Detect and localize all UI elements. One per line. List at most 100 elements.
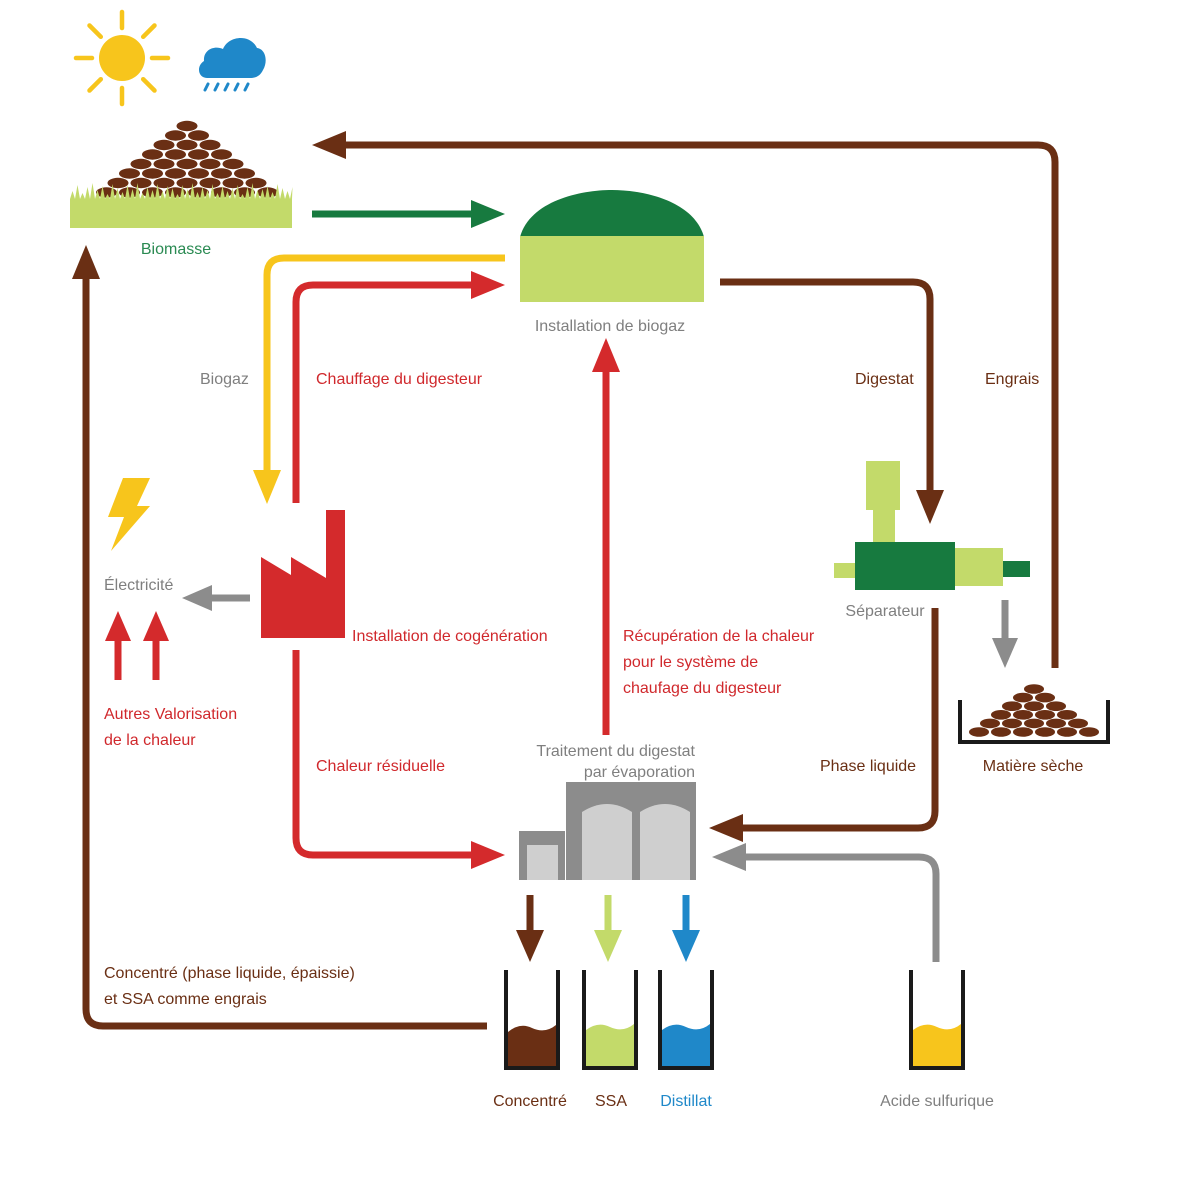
pellet [188, 130, 209, 141]
arrow-line [82, 275, 487, 1030]
pellet [991, 710, 1011, 720]
arrow-to-concentre [516, 895, 544, 962]
pellet [1057, 710, 1077, 720]
pellet [119, 168, 140, 179]
arrowhead [72, 245, 100, 279]
arrowhead [992, 638, 1018, 668]
pellet [165, 130, 186, 141]
pellet [188, 168, 209, 179]
pellet [980, 718, 1000, 729]
pellet [119, 187, 140, 198]
arrowhead [594, 930, 622, 962]
pellet [222, 177, 244, 189]
arrow-autres-valorisation-1 [105, 611, 131, 680]
pellet [107, 177, 129, 189]
label-digestat: Digestat [855, 371, 914, 388]
arrowhead [916, 490, 944, 524]
label-separateur: Séparateur [845, 603, 925, 620]
pellet [1035, 710, 1055, 720]
pellet [153, 139, 175, 151]
arrowhead [516, 930, 544, 962]
biomass-pile-icon [96, 120, 278, 198]
arrow-line [743, 853, 940, 962]
dry-matter-pile [969, 684, 1099, 737]
pellet [1002, 718, 1022, 729]
pellet [153, 158, 175, 170]
sun-icon [73, 9, 171, 107]
pellet [199, 177, 221, 189]
arrowhead [712, 843, 746, 871]
arrowhead [471, 841, 505, 869]
label-biomasse: Biomasse [141, 241, 211, 258]
pellet [1024, 718, 1044, 729]
label-autres-valorisation-line-1: Autres Valorisation [104, 706, 237, 723]
pellet [142, 149, 163, 160]
dry-matter-tray-icon [958, 684, 1110, 744]
label-traitement-line-2: par évaporation [584, 764, 695, 781]
lightning-icon [108, 478, 150, 551]
arrow-recuperation-chaleur [592, 338, 620, 735]
pellet [1057, 727, 1077, 737]
arrowhead [105, 611, 131, 641]
label-distillat: Distillat [660, 1093, 712, 1110]
arrow-acide-to-traitement [712, 843, 940, 962]
pellet [222, 158, 244, 170]
pellet [1024, 701, 1044, 711]
pellet [1013, 727, 1033, 737]
arrowhead [253, 470, 281, 504]
pellet [130, 158, 152, 170]
arrow-concentre-to-biomasse [72, 245, 487, 1030]
arrow-line [292, 650, 474, 859]
pellet [211, 149, 232, 160]
arrow-electricite [182, 585, 250, 611]
arrow-digestat-to-separateur [720, 278, 944, 524]
arrow-separateur-to-matiere-seche [992, 600, 1018, 668]
label-chauffage-digesteur: Chauffage du digesteur [316, 371, 483, 388]
label-chaleur-residuelle: Chaleur résiduelle [316, 758, 445, 775]
beaker-ssa [582, 970, 638, 1070]
pellet [1068, 718, 1088, 729]
pellet [153, 177, 175, 189]
arrow-line [263, 254, 505, 473]
arrow-line [740, 608, 939, 832]
pellet [234, 168, 255, 179]
pellet [199, 139, 221, 151]
pellet [199, 158, 221, 170]
label-engrais: Engrais [985, 371, 1039, 388]
pellet [991, 727, 1011, 737]
arrow-biomasse-to-biogaz [312, 200, 505, 228]
pellet [176, 120, 198, 132]
arrow-line [720, 278, 934, 493]
grass-icon [70, 183, 293, 228]
pellet [1046, 701, 1066, 711]
label-concentre-engrais-line-2: et SSA comme engrais [104, 991, 267, 1008]
beaker-acide-sulfurique [909, 970, 965, 1070]
pellet [142, 168, 163, 179]
arrowhead [592, 338, 620, 372]
label-cogeneration: Installation de cogénération [352, 628, 548, 645]
biogas-digester-icon [520, 190, 704, 302]
label-matiere-seche: Matière sèche [983, 758, 1084, 775]
arrowhead [312, 131, 346, 159]
label-acide-sulfurique: Acide sulfurique [880, 1093, 994, 1110]
pellet [1046, 718, 1066, 729]
pellet [1013, 710, 1033, 720]
arrowhead [672, 930, 700, 962]
label-biogaz: Biogaz [200, 371, 249, 388]
arrow-to-distillat [672, 895, 700, 962]
pellet [245, 177, 267, 189]
arrowhead [709, 814, 743, 842]
rain-cloud-icon [198, 37, 266, 92]
arrowhead [182, 585, 212, 611]
pellet [1002, 701, 1022, 711]
pellet [176, 158, 198, 170]
label-recuperation-line-3: chaufage du digesteur [623, 680, 782, 697]
pellet [130, 177, 152, 189]
arrow-to-ssa [594, 895, 622, 962]
pellet [1079, 727, 1099, 737]
pellet [176, 177, 198, 189]
pellet [165, 168, 186, 179]
arrow-chauffage-digesteur [292, 271, 505, 503]
arrowhead [471, 200, 505, 228]
